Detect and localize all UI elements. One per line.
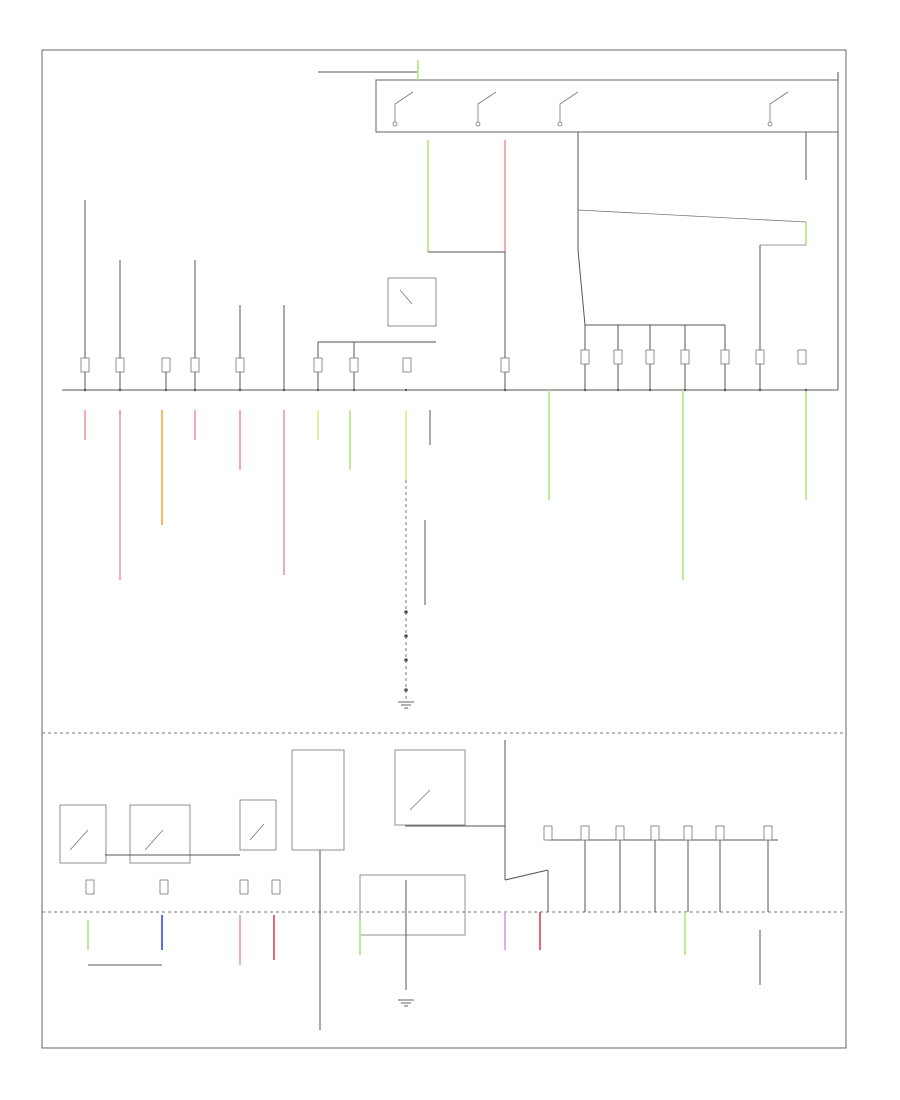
lower-fuses <box>85 825 778 1030</box>
diagram-frame <box>41 49 847 1049</box>
main-feed-wires <box>417 60 807 390</box>
lower-colored-wires <box>87 912 761 985</box>
upper-colored-wires <box>84 390 807 580</box>
lower-switch-cluster <box>59 740 549 1007</box>
center-ground-chain <box>398 480 426 709</box>
fusible-link-block <box>318 71 839 133</box>
ignition-relay <box>317 277 437 390</box>
bus-terminals <box>83 388 808 392</box>
upper-left-fuses <box>80 200 412 390</box>
upper-right-fuses <box>500 245 807 390</box>
